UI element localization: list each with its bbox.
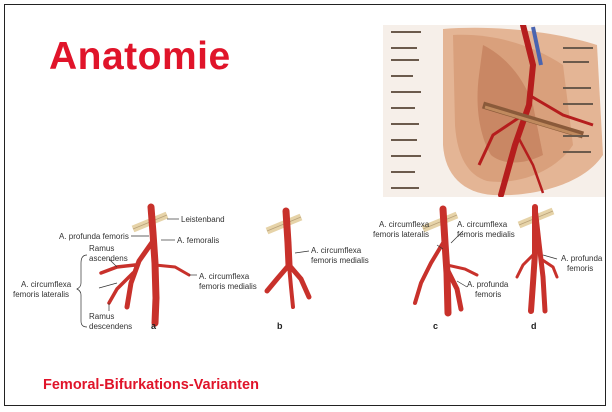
label-circumflexa-medialis-b-1: A. circumflexa <box>311 246 362 255</box>
label-circumflexa-lateralis-c-1: A. circumflexa <box>379 220 430 229</box>
label-profunda-femoris-d-2: femoris <box>567 264 593 273</box>
panel-a: Leistenband A. profunda femoris A. femor… <box>13 207 257 331</box>
panel-b: A. circumflexa femoris medialis b <box>267 211 369 331</box>
panel-d: A. profunda femoris d <box>517 207 603 331</box>
label-circumflexa-lateralis-a-1: A. circumflexa <box>21 280 72 289</box>
label-ramus-descendens-2: descendens <box>89 322 132 331</box>
slide: Anatomie <box>4 4 606 406</box>
label-circumflexa-medialis-a-1: A. circumflexa <box>199 272 250 281</box>
label-circumflexa-medialis-c-1: A. circumflexa <box>457 220 508 229</box>
label-ramus-ascendens-1: Ramus <box>89 244 114 253</box>
panel-letter-d: d <box>531 321 537 331</box>
label-profunda-femoris-a: A. profunda femoris <box>59 232 129 241</box>
label-circumflexa-medialis-a-2: femoris medialis <box>199 282 257 291</box>
label-femoralis: A. femoralis <box>177 236 219 245</box>
panel-c: A. circumflexa femoris lateralis A. circ… <box>373 209 515 331</box>
label-circumflexa-medialis-c-2: femoris medialis <box>457 230 515 239</box>
panel-letter-c: c <box>433 321 438 331</box>
label-profunda-femoris-c-2: femoris <box>475 290 501 299</box>
anatomical-illustration <box>383 25 605 197</box>
slide-title: Anatomie <box>49 35 231 79</box>
panel-letter-b: b <box>277 321 283 331</box>
label-ramus-descendens-1: Ramus <box>89 312 114 321</box>
label-circumflexa-medialis-b-2: femoris medialis <box>311 256 369 265</box>
label-circumflexa-lateralis-a-2: femoris lateralis <box>13 290 69 299</box>
label-leistenband: Leistenband <box>181 215 225 224</box>
label-circumflexa-lateralis-c-2: femoris lateralis <box>373 230 429 239</box>
slide-caption: Femoral-Bifurkations-Varianten <box>43 377 259 393</box>
label-ramus-ascendens-2: ascendens <box>89 254 128 263</box>
bifurcation-diagrams: Leistenband A. profunda femoris A. femor… <box>5 203 605 353</box>
label-profunda-femoris-d-1: A. profunda <box>561 254 603 263</box>
label-profunda-femoris-c-1: A. profunda <box>467 280 509 289</box>
